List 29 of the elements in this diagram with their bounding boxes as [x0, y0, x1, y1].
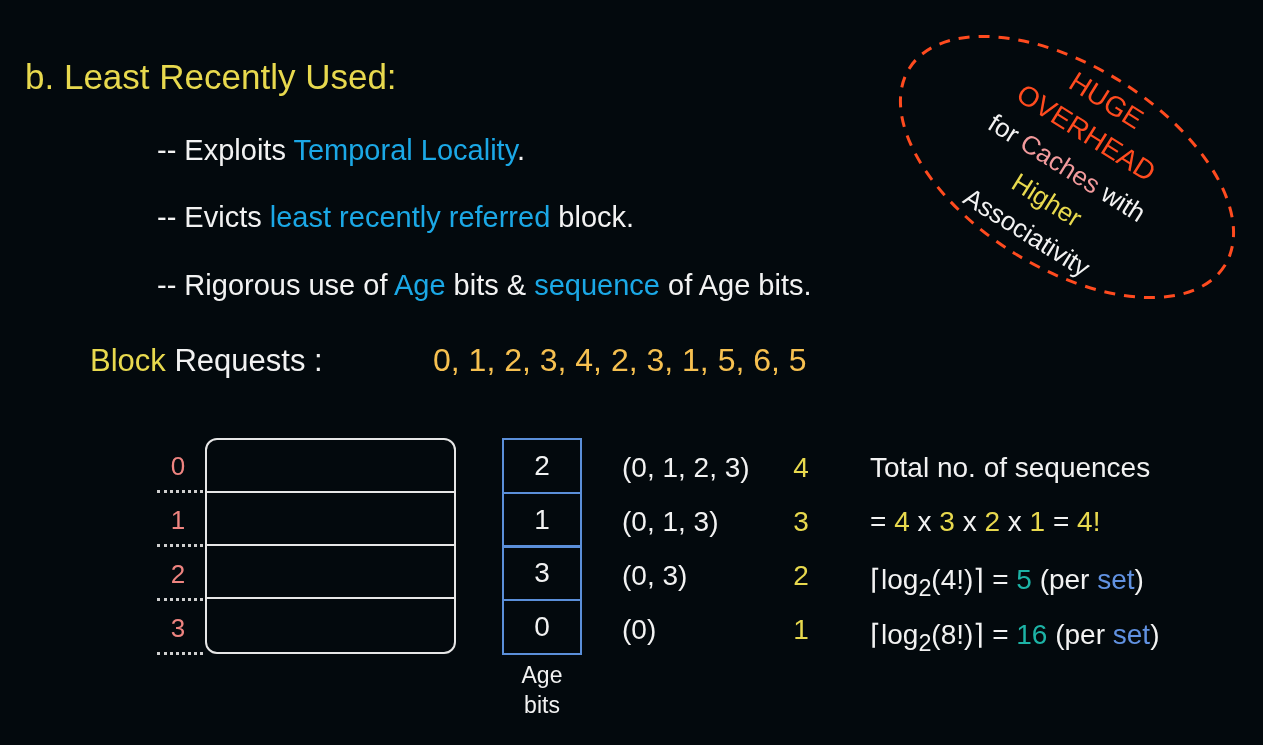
sequence-text: (0, 1, 2, 3): [622, 451, 750, 485]
sequence-text: (0): [622, 613, 657, 647]
sequence-text: (0, 1, 3): [622, 505, 719, 539]
bullet-text: -- Evicts least recently referred block.: [157, 199, 635, 235]
bullet-text: -- Rigorous use of Age bits & sequence of Age bits.: [157, 267, 812, 303]
formula-text: ⌈log$_{2}$(4!)⌉ = 5 (per set): [870, 563, 1144, 603]
age-bit-cell: 1: [502, 491, 582, 548]
formula-text: Total no. of sequences: [870, 451, 1151, 485]
age-bit-cell: 0: [502, 598, 582, 655]
age-bit-cell: 2: [502, 438, 582, 494]
bullet-text: -- Exploits Temporal Locality.: [157, 132, 526, 168]
row-index: 1: [169, 504, 187, 536]
age-bit-cell: 3: [502, 545, 582, 601]
callout-ellipse: [897, 33, 1237, 301]
row-index: 2: [169, 558, 187, 590]
sequence-text: (0, 3): [622, 559, 688, 593]
slide-title: b. Least Recently Used:: [25, 57, 397, 98]
request-label: Block Requests :: [90, 341, 323, 379]
row-index: 3: [169, 612, 187, 644]
row-index: 0: [169, 450, 187, 482]
request-sequence: 0, 1, 2, 3, 4, 2, 3, 1, 5, 6, 5: [433, 341, 807, 379]
cache-table: [205, 438, 456, 654]
formula-text: = 4 x 3 x 2 x 1 = 4!: [870, 505, 1101, 539]
formula-text: ⌈log$_{2}$(8!)⌉ = 16 (per set): [870, 618, 1160, 658]
count-number: 4: [792, 451, 810, 485]
count-number: 2: [792, 559, 810, 593]
count-number: 3: [792, 505, 810, 539]
count-number: 1: [792, 613, 810, 647]
column-caption: Age bits: [520, 661, 564, 720]
